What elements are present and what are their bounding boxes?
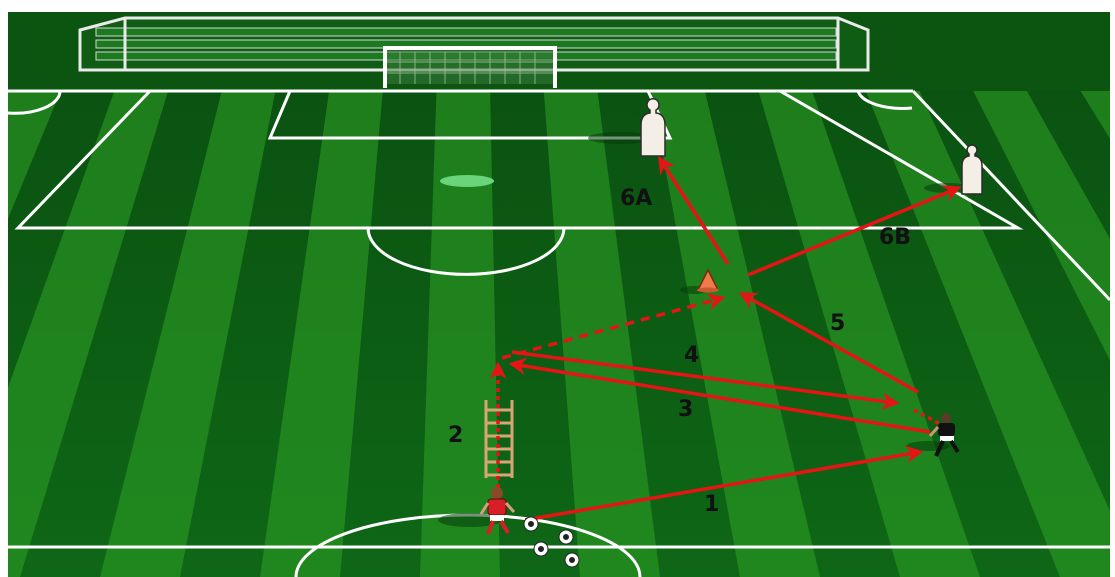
grass-stripes	[8, 12, 1110, 577]
arrow-1	[524, 445, 924, 522]
label-step-2: 2	[448, 423, 463, 448]
mannequin-right	[961, 144, 983, 195]
grass-stripe	[100, 12, 291, 577]
label-step-6a: 6A	[620, 186, 652, 211]
label-step-3: 3	[678, 397, 693, 422]
grass-stripe	[260, 12, 390, 577]
balls	[523, 516, 580, 568]
ball	[533, 541, 549, 557]
arrow-5	[738, 292, 919, 394]
goal-area	[267, 89, 673, 140]
grass-stripe	[8, 12, 94, 577]
goal	[383, 46, 557, 88]
cone	[696, 268, 720, 293]
penalty-spot	[440, 175, 494, 187]
corner-arc-left	[7, 90, 62, 115]
grass-stripe	[834, 12, 1110, 577]
arrow-6b	[747, 185, 962, 277]
field-lines	[7, 89, 1112, 577]
agility-ladder	[484, 400, 514, 478]
arrow-black-run	[913, 408, 941, 426]
grass-stripe	[537, 12, 660, 577]
label-step-6b: 6B	[879, 225, 911, 250]
ball	[523, 516, 539, 532]
ball	[558, 529, 574, 545]
grass-stripe	[933, 12, 1110, 577]
touchline-right	[911, 89, 1112, 302]
label-step-4: 4	[684, 343, 699, 368]
grass-stripe	[735, 12, 980, 577]
player-black	[928, 413, 960, 457]
arrows	[489, 156, 962, 522]
grass-stripe	[420, 12, 500, 577]
grass-stripe	[8, 12, 193, 577]
label-step-1: 1	[704, 492, 719, 517]
grass-stripe	[636, 12, 820, 577]
arrow-run	[501, 293, 726, 360]
player-red	[479, 487, 516, 535]
arrow-4	[511, 350, 900, 410]
corner-arc-right	[856, 90, 913, 110]
ball	[564, 552, 580, 568]
penalty-arc	[366, 227, 566, 276]
arrow-3	[508, 357, 931, 434]
arrow-6a	[658, 156, 730, 265]
label-step-5: 5	[830, 311, 845, 336]
mannequin-left	[640, 98, 666, 157]
